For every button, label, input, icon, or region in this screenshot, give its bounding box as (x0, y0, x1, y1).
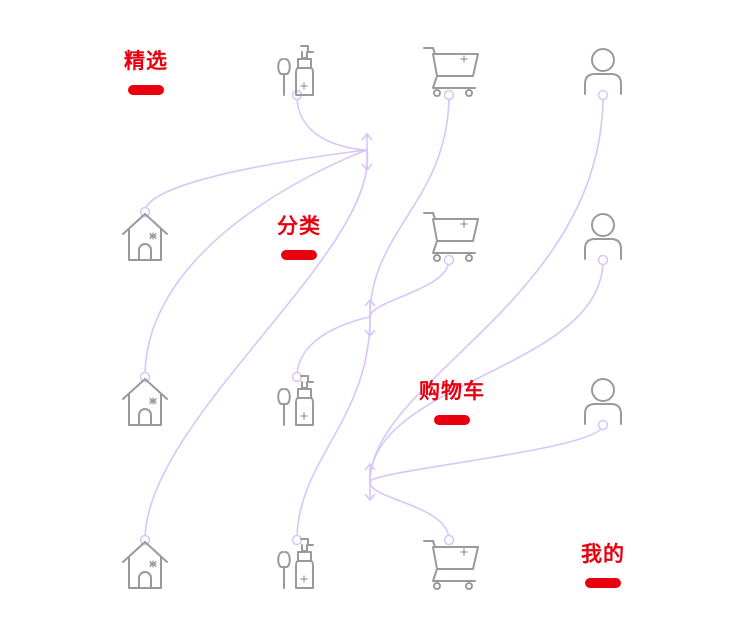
cosmetics-icon[interactable] (277, 45, 314, 96)
anchor-dot (291, 534, 303, 546)
anchor-dot (139, 206, 151, 218)
anchor-dot (443, 534, 455, 546)
active-indicator-category (281, 250, 317, 260)
connector-user-cart-low (369, 424, 604, 541)
anchor-dot (139, 371, 151, 383)
anchor-dot (597, 89, 609, 101)
connector-cart-cosmetics (296, 94, 450, 378)
cosmetics-icon[interactable] (277, 538, 314, 589)
home-icon[interactable] (122, 213, 168, 261)
connector-cart-cosmetics-mid (369, 259, 450, 318)
anchor-dot (291, 371, 303, 383)
active-indicator-profile (585, 578, 621, 588)
connector-user-cart-mid (369, 259, 604, 483)
user-icon[interactable] (584, 378, 622, 425)
transition-connectors (139, 89, 609, 546)
tab-label-profile[interactable]: 我的 (581, 542, 625, 566)
user-icon[interactable] (584, 213, 622, 260)
cart-icon[interactable] (423, 212, 479, 262)
tab-label-category[interactable]: 分类 (277, 214, 321, 238)
connector-home-home-bottom (144, 149, 369, 541)
user-icon[interactable] (584, 48, 622, 95)
anchor-dot (597, 419, 609, 431)
cart-icon[interactable] (423, 540, 479, 590)
tab-label-featured[interactable]: 精选 (124, 49, 168, 73)
anchor-dot (443, 254, 455, 266)
home-icon[interactable] (122, 541, 168, 589)
home-icon[interactable] (122, 378, 168, 426)
connector-home-home (144, 149, 368, 378)
connector-user-cart (369, 94, 604, 483)
anchor-dot (443, 89, 455, 101)
anchor-dot (597, 254, 609, 266)
junction-arrow-top (361, 132, 373, 172)
junction-arrow-mid (364, 298, 376, 338)
anchor-dot (139, 534, 151, 546)
connector-cosmetics-bottom (296, 316, 371, 541)
tab-label-cart[interactable]: 购物车 (419, 379, 485, 403)
active-indicator-featured (128, 85, 164, 95)
cosmetics-icon[interactable] (277, 375, 314, 426)
junction-arrow-bottom (364, 462, 376, 502)
connector-cosmetics-home (144, 94, 368, 213)
cart-icon[interactable] (423, 47, 479, 97)
active-indicator-cart (434, 415, 470, 425)
